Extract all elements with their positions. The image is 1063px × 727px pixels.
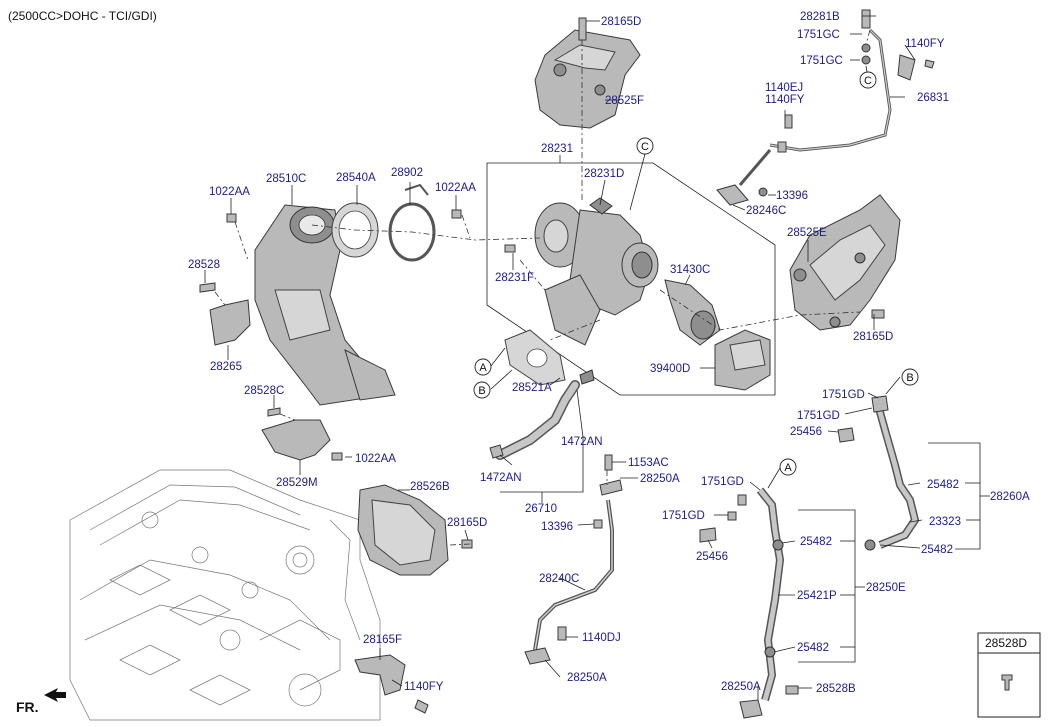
part-label[interactable]: 1472AN [561, 436, 603, 448]
part-label[interactable]: 25482 [800, 536, 832, 548]
part-label[interactable]: 1751GD [797, 410, 840, 422]
part-label[interactable]: 31430C [670, 264, 710, 276]
part-label[interactable]: 28165F [363, 634, 402, 646]
part-label[interactable]: 25482 [797, 642, 829, 654]
part-label[interactable]: 1751GD [662, 510, 705, 522]
converter-support-bracket[interactable] [209, 299, 251, 346]
reference-marker-c-1: C [636, 137, 654, 155]
part-label[interactable]: 13396 [541, 521, 573, 533]
part-label[interactable]: 28540A [336, 172, 376, 184]
part-label[interactable]: 1153AC [628, 457, 669, 469]
part-label[interactable]: 25421P [797, 590, 837, 602]
part-label[interactable]: 26710 [525, 503, 557, 515]
part-label[interactable]: 28521A [512, 382, 552, 394]
part-label[interactable]: 1751GD [822, 389, 865, 401]
reference-marker-b-2: B [901, 368, 919, 386]
part-label[interactable]: 28510C [266, 173, 306, 185]
v-band-clamp[interactable] [388, 202, 436, 262]
reference-marker-a-2: A [779, 458, 797, 476]
svg-text:B: B [906, 372, 913, 384]
part-label[interactable]: 28250A [640, 473, 680, 485]
svg-text:A: A [784, 462, 792, 474]
part-label[interactable]: 28528 [188, 259, 220, 271]
part-label[interactable]: 25482 [921, 544, 953, 556]
part-label[interactable]: 28165D [447, 517, 487, 529]
part-label[interactable]: 1022AA [209, 186, 250, 198]
front-direction-marker: FR. [16, 688, 66, 715]
part-label[interactable]: 28250A [721, 681, 761, 693]
part-label[interactable]: 28529M [276, 477, 318, 489]
reference-marker-b-1: B [473, 381, 491, 399]
part-label[interactable]: 1472AN [480, 472, 522, 484]
bottom-bracket[interactable] [354, 654, 406, 696]
part-label[interactable]: 1140FY [905, 38, 945, 50]
part-label[interactable]: 25456 [790, 426, 822, 438]
svg-text:C: C [641, 141, 649, 153]
lower-bracket[interactable] [261, 419, 331, 461]
part-label[interactable]: 28260A [990, 491, 1030, 503]
arrow-left-icon [44, 688, 66, 702]
part-label[interactable]: 1140FY [404, 681, 444, 693]
part-label[interactable]: 39400D [650, 363, 690, 375]
part-label[interactable]: 28265 [210, 361, 242, 373]
part-label[interactable]: 28165D [853, 331, 893, 343]
part-label[interactable]: 1140FY [765, 94, 805, 106]
part-label[interactable]: 1751GC [800, 55, 843, 67]
bolt-icon [578, 17, 587, 41]
reference-marker-a-1: A [474, 358, 492, 376]
part-label[interactable]: 28281B [800, 11, 840, 23]
part-label[interactable]: 1022AA [435, 182, 476, 194]
reference-marker-c-2: C [859, 71, 877, 89]
part-label[interactable]: 23323 [929, 516, 961, 528]
part-label[interactable]: 1022AA [355, 453, 396, 465]
part-label[interactable]: 28525E [787, 227, 827, 239]
part-label[interactable]: 28528B [816, 683, 856, 695]
inset-part-box[interactable]: 28528D [977, 632, 1041, 718]
svg-text:B: B [478, 385, 485, 397]
part-label[interactable]: 28902 [391, 167, 423, 179]
part-label[interactable]: 13396 [776, 190, 808, 202]
part-label[interactable]: 1140DJ [582, 632, 621, 644]
svg-text:A: A [479, 362, 487, 374]
heat-shield-upper[interactable] [534, 29, 641, 129]
part-label[interactable]: 25456 [696, 551, 728, 563]
turbocharger[interactable] [534, 197, 659, 346]
svg-text:FR.: FR. [16, 699, 39, 715]
turbocharger-assembly-outline [486, 162, 776, 396]
part-label[interactable]: 28528C [244, 385, 284, 397]
svg-text:C: C [864, 75, 872, 87]
part-labels: 28165D 28525F 28281B 1751GC 1751GC 1140F… [188, 11, 1030, 695]
part-label[interactable]: 28165D [601, 16, 641, 28]
part-label[interactable]: 28240C [539, 573, 579, 585]
part-label[interactable]: 28250E [866, 582, 906, 594]
part-label[interactable]: 28246C [746, 205, 786, 217]
part-label[interactable]: 28250A [567, 672, 607, 684]
part-label[interactable]: 28526B [410, 481, 450, 493]
part-label[interactable]: 28231 [541, 143, 573, 155]
engine-spec-header: (2500CC>DOHC - TCI/GDI) [8, 9, 157, 23]
part-label[interactable]: 26831 [917, 92, 949, 104]
part-label[interactable]: 1140EJ [765, 82, 803, 94]
inset-part-label: 28528D [985, 636, 1027, 650]
part-label[interactable]: 1751GD [701, 476, 744, 488]
part-label[interactable]: 28525F [605, 95, 644, 107]
bolt-icon [1001, 674, 1013, 691]
part-label[interactable]: 1751GC [797, 29, 840, 41]
part-label[interactable]: 25482 [927, 479, 959, 491]
leader-lines [204, 15, 990, 700]
part-label[interactable]: 28231F [495, 272, 534, 284]
engine-block-drawing [69, 469, 381, 721]
part-label[interactable]: 28231D [584, 168, 624, 180]
